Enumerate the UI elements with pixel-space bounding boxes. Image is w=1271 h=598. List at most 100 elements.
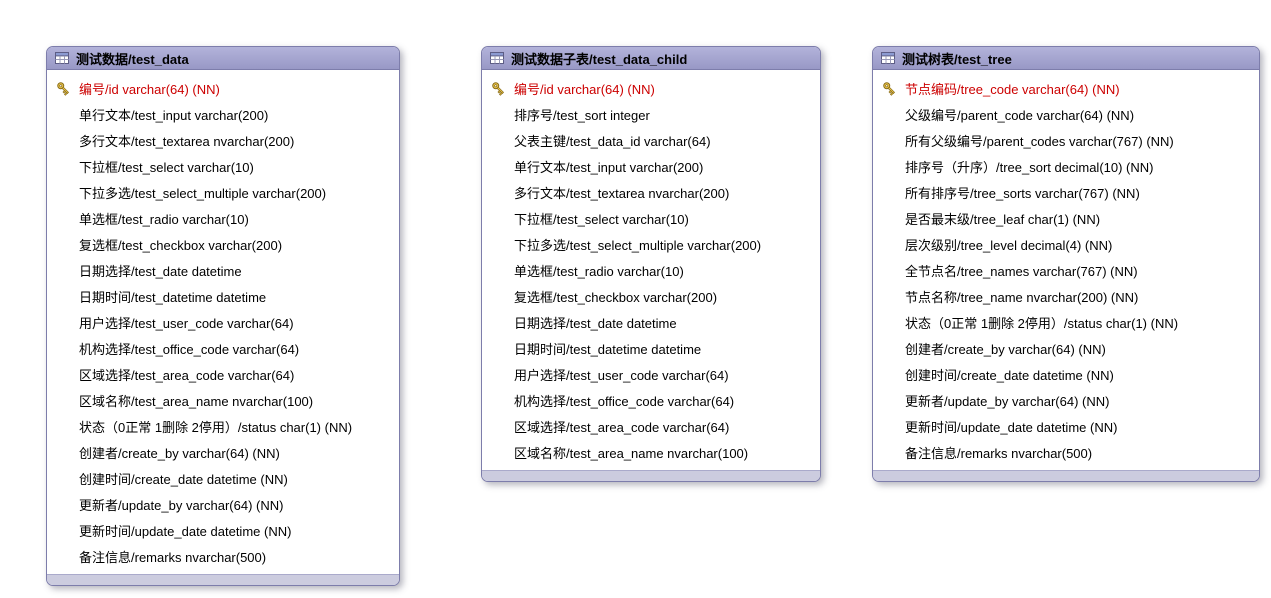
field-row[interactable]: 下拉框/test_select varchar(10) <box>47 153 399 179</box>
table-icon <box>55 52 69 64</box>
field-label: 下拉多选/test_select_multiple varchar(200) <box>79 185 327 201</box>
field-row[interactable]: 单行文本/test_input varchar(200) <box>482 153 820 179</box>
field-row[interactable]: 下拉框/test_select varchar(10) <box>482 205 820 231</box>
field-row[interactable]: 用户选择/test_user_code varchar(64) <box>47 309 399 335</box>
field-label: 层次级别/tree_level decimal(4) (NN) <box>905 237 1113 253</box>
table-test_data[interactable]: 测试数据/test_data 编号/id varchar(64) (NN) 单行文本… <box>46 46 400 586</box>
field-label: 创建时间/create_date datetime (NN) <box>79 471 288 487</box>
field-row[interactable]: 排序号/test_sort integer <box>482 101 820 127</box>
table-fields: 节点编码/tree_code varchar(64) (NN) 父级编号/pare… <box>873 70 1259 470</box>
field-label: 日期时间/test_datetime datetime <box>514 341 702 357</box>
field-row[interactable]: 创建时间/create_date datetime (NN) <box>47 465 399 491</box>
field-row[interactable]: 区域选择/test_area_code varchar(64) <box>482 413 820 439</box>
field-row[interactable]: 复选框/test_checkbox varchar(200) <box>482 283 820 309</box>
field-row[interactable]: 排序号（升序）/tree_sort decimal(10) (NN) <box>873 153 1259 179</box>
field-label: 节点编码/tree_code varchar(64) (NN) <box>905 81 1120 97</box>
field-row[interactable]: 创建者/create_by varchar(64) (NN) <box>873 335 1259 361</box>
table-icon <box>881 52 895 64</box>
field-label: 所有父级编号/parent_codes varchar(767) (NN) <box>905 133 1174 149</box>
field-row[interactable]: 单选框/test_radio varchar(10) <box>47 205 399 231</box>
table-title: 测试数据/test_data <box>76 51 189 67</box>
field-label: 创建时间/create_date datetime (NN) <box>905 367 1114 383</box>
field-row[interactable]: 更新者/update_by varchar(64) (NN) <box>873 387 1259 413</box>
field-label: 复选框/test_checkbox varchar(200) <box>79 237 283 253</box>
field-label: 父表主键/test_data_id varchar(64) <box>514 133 711 149</box>
field-row-primary-key[interactable]: 编号/id varchar(64) (NN) <box>47 75 399 101</box>
field-row[interactable]: 下拉多选/test_select_multiple varchar(200) <box>482 231 820 257</box>
field-row[interactable]: 日期时间/test_datetime datetime <box>47 283 399 309</box>
field-label: 全节点名/tree_names varchar(767) (NN) <box>905 263 1138 279</box>
table-title: 测试数据子表/test_data_child <box>511 51 688 67</box>
field-label: 用户选择/test_user_code varchar(64) <box>514 367 729 383</box>
table-fields: 编号/id varchar(64) (NN) 单行文本/test_input va… <box>47 70 399 574</box>
field-label: 单行文本/test_input varchar(200) <box>514 159 704 175</box>
field-label: 单选框/test_radio varchar(10) <box>79 211 249 227</box>
field-row[interactable]: 父表主键/test_data_id varchar(64) <box>482 127 820 153</box>
field-label: 创建者/create_by varchar(64) (NN) <box>79 445 280 461</box>
field-row[interactable]: 日期选择/test_date datetime <box>47 257 399 283</box>
field-row[interactable]: 日期时间/test_datetime datetime <box>482 335 820 361</box>
field-row[interactable]: 备注信息/remarks nvarchar(500) <box>873 439 1259 465</box>
field-label: 区域名称/test_area_name nvarchar(100) <box>79 393 314 409</box>
field-label: 多行文本/test_textarea nvarchar(200) <box>514 185 730 201</box>
field-row[interactable]: 节点名称/tree_name nvarchar(200) (NN) <box>873 283 1259 309</box>
field-label: 下拉多选/test_select_multiple varchar(200) <box>514 237 762 253</box>
field-row[interactable]: 所有排序号/tree_sorts varchar(767) (NN) <box>873 179 1259 205</box>
key-icon <box>873 80 905 97</box>
field-row[interactable]: 全节点名/tree_names varchar(767) (NN) <box>873 257 1259 283</box>
table-footer <box>873 470 1259 481</box>
field-label: 更新时间/update_date datetime (NN) <box>905 419 1118 435</box>
field-label: 日期选择/test_date datetime <box>79 263 242 279</box>
field-row[interactable]: 更新时间/update_date datetime (NN) <box>47 517 399 543</box>
field-row[interactable]: 更新时间/update_date datetime (NN) <box>873 413 1259 439</box>
field-row[interactable]: 父级编号/parent_code varchar(64) (NN) <box>873 101 1259 127</box>
field-row[interactable]: 日期选择/test_date datetime <box>482 309 820 335</box>
table-icon <box>490 52 504 64</box>
field-label: 编号/id varchar(64) (NN) <box>79 81 220 97</box>
field-row[interactable]: 状态（0正常 1删除 2停用）/status char(1) (NN) <box>47 413 399 439</box>
field-label: 日期选择/test_date datetime <box>514 315 677 331</box>
field-label: 创建者/create_by varchar(64) (NN) <box>905 341 1106 357</box>
table-header-test_data_child[interactable]: 测试数据子表/test_data_child <box>482 47 820 70</box>
field-row[interactable]: 区域名称/test_area_name nvarchar(100) <box>47 387 399 413</box>
field-row[interactable]: 下拉多选/test_select_multiple varchar(200) <box>47 179 399 205</box>
table-test_data_child[interactable]: 测试数据子表/test_data_child 编号/id varchar(64) … <box>481 46 821 482</box>
field-row[interactable]: 区域名称/test_area_name nvarchar(100) <box>482 439 820 465</box>
field-label: 状态（0正常 1删除 2停用）/status char(1) (NN) <box>79 419 353 435</box>
field-row[interactable]: 单行文本/test_input varchar(200) <box>47 101 399 127</box>
field-row[interactable]: 创建者/create_by varchar(64) (NN) <box>47 439 399 465</box>
field-row[interactable]: 创建时间/create_date datetime (NN) <box>873 361 1259 387</box>
field-row[interactable]: 复选框/test_checkbox varchar(200) <box>47 231 399 257</box>
field-label: 机构选择/test_office_code varchar(64) <box>79 341 300 357</box>
field-label: 复选框/test_checkbox varchar(200) <box>514 289 718 305</box>
field-row-primary-key[interactable]: 编号/id varchar(64) (NN) <box>482 75 820 101</box>
field-row[interactable]: 区域选择/test_area_code varchar(64) <box>47 361 399 387</box>
field-label: 区域选择/test_area_code varchar(64) <box>514 419 730 435</box>
key-icon <box>482 80 514 97</box>
field-label: 备注信息/remarks nvarchar(500) <box>79 549 267 565</box>
field-label: 单选框/test_radio varchar(10) <box>514 263 684 279</box>
field-row[interactable]: 多行文本/test_textarea nvarchar(200) <box>47 127 399 153</box>
field-row[interactable]: 更新者/update_by varchar(64) (NN) <box>47 491 399 517</box>
field-row[interactable]: 单选框/test_radio varchar(10) <box>482 257 820 283</box>
field-row[interactable]: 用户选择/test_user_code varchar(64) <box>482 361 820 387</box>
field-row[interactable]: 所有父级编号/parent_codes varchar(767) (NN) <box>873 127 1259 153</box>
field-row[interactable]: 是否最末级/tree_leaf char(1) (NN) <box>873 205 1259 231</box>
field-row[interactable]: 多行文本/test_textarea nvarchar(200) <box>482 179 820 205</box>
field-row[interactable]: 层次级别/tree_level decimal(4) (NN) <box>873 231 1259 257</box>
table-header-test_tree[interactable]: 测试树表/test_tree <box>873 47 1259 70</box>
field-row[interactable]: 备注信息/remarks nvarchar(500) <box>47 543 399 569</box>
field-label: 下拉框/test_select varchar(10) <box>514 211 689 227</box>
field-label: 区域选择/test_area_code varchar(64) <box>79 367 295 383</box>
field-label: 单行文本/test_input varchar(200) <box>79 107 269 123</box>
field-label: 父级编号/parent_code varchar(64) (NN) <box>905 107 1135 123</box>
field-row[interactable]: 状态（0正常 1删除 2停用）/status char(1) (NN) <box>873 309 1259 335</box>
field-row-primary-key[interactable]: 节点编码/tree_code varchar(64) (NN) <box>873 75 1259 101</box>
field-label: 下拉框/test_select varchar(10) <box>79 159 254 175</box>
field-label: 机构选择/test_office_code varchar(64) <box>514 393 735 409</box>
field-row[interactable]: 机构选择/test_office_code varchar(64) <box>47 335 399 361</box>
field-row[interactable]: 机构选择/test_office_code varchar(64) <box>482 387 820 413</box>
table-header-test_data[interactable]: 测试数据/test_data <box>47 47 399 70</box>
